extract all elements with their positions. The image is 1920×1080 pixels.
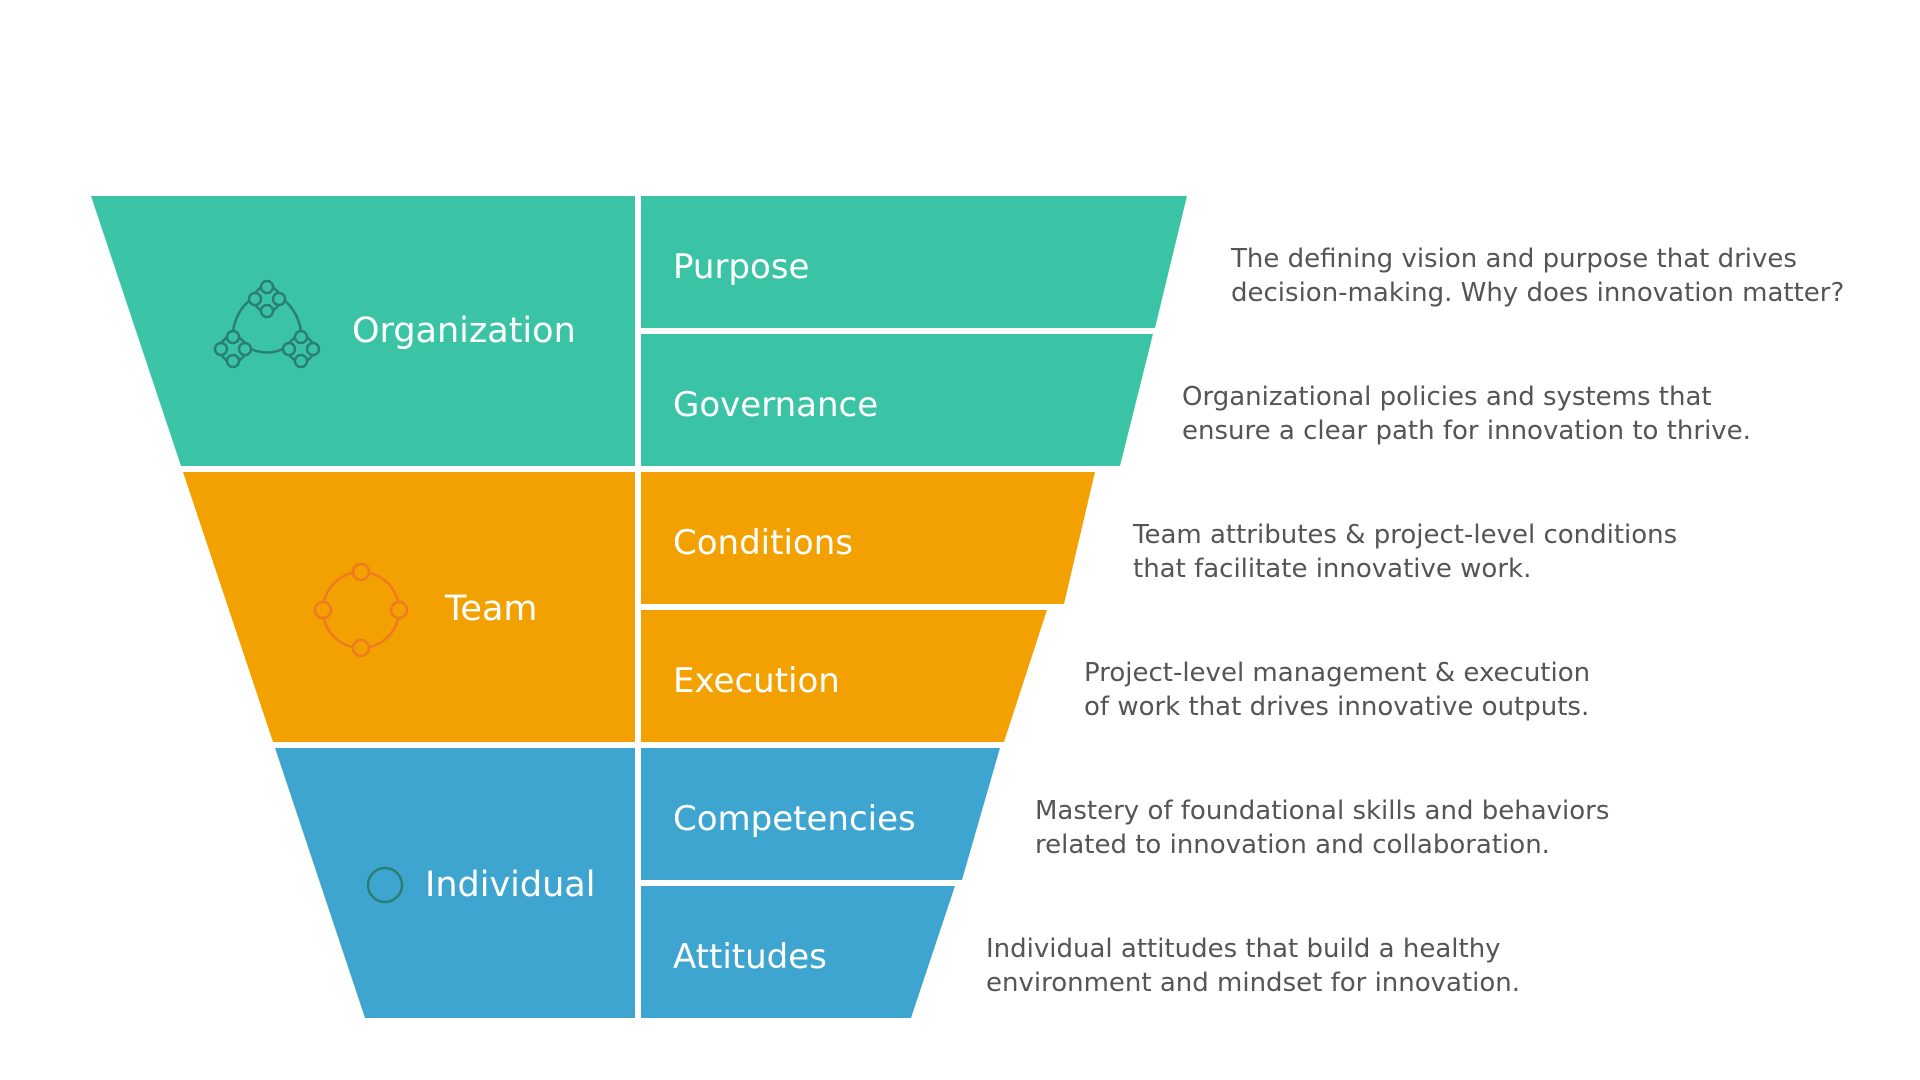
execution-label: Execution <box>673 661 840 701</box>
purpose-description: The defining vision and purpose that dri… <box>1231 242 1844 310</box>
individual-label: Individual <box>425 865 595 905</box>
single-circle-icon <box>366 866 404 904</box>
competencies-label: Competencies <box>673 799 916 839</box>
purpose-description-line-2: decision-making. Why does innovation mat… <box>1231 278 1845 308</box>
attitudes-block <box>641 886 955 1018</box>
purpose-block <box>641 196 1187 328</box>
governance-block <box>641 334 1153 466</box>
purpose-description-line-1: The defining vision and purpose that dri… <box>1231 244 1797 274</box>
conditions-description-line-2: that facilitate innovative work. <box>1133 554 1532 584</box>
competencies-description-line-2: related to innovation and collaboration. <box>1035 830 1550 860</box>
attitudes-label: Attitudes <box>673 937 827 977</box>
conditions-label: Conditions <box>673 523 853 563</box>
circle-four-nodes-icon <box>313 562 409 658</box>
purpose-label: Purpose <box>673 247 809 287</box>
organization-label: Organization <box>352 311 576 351</box>
competencies-description-line-1: Mastery of foundational skills and behav… <box>1035 796 1610 826</box>
execution-description-line-2: of work that drives innovative outputs. <box>1084 692 1590 722</box>
governance-description: Organizational policies and systems that… <box>1182 380 1751 448</box>
individual-left-block <box>275 748 635 1018</box>
individual-section: Individual Competencies Attitudes <box>275 748 1000 1018</box>
attitudes-description-line-1: Individual attitudes that build a health… <box>986 934 1501 964</box>
three-node-cluster-icon <box>213 279 321 369</box>
governance-label: Governance <box>673 385 878 425</box>
conditions-block <box>641 472 1095 604</box>
governance-description-line-2: ensure a clear path for innovation to th… <box>1182 416 1751 446</box>
execution-description: Project-level management & execution of … <box>1084 656 1590 724</box>
attitudes-description: Individual attitudes that build a health… <box>986 932 1520 1000</box>
execution-block <box>641 610 1047 742</box>
team-left-block <box>183 472 635 742</box>
team-label: Team <box>444 589 538 629</box>
conditions-description: Team attributes & project-level conditio… <box>1133 518 1677 586</box>
execution-description-line-1: Project-level management & execution <box>1084 658 1591 688</box>
attitudes-description-line-2: environment and mindset for innovation. <box>986 968 1521 998</box>
conditions-description-line-1: Team attributes & project-level conditio… <box>1133 520 1678 550</box>
competencies-description: Mastery of foundational skills and behav… <box>1035 794 1609 862</box>
organization-left-block <box>91 196 635 466</box>
team-section: Team Conditions Execution <box>183 472 1095 742</box>
governance-description-line-1: Organizational policies and systems that <box>1182 382 1712 412</box>
competencies-block <box>641 748 1000 880</box>
organization-section: Organization Purpose Governance <box>91 196 1187 466</box>
